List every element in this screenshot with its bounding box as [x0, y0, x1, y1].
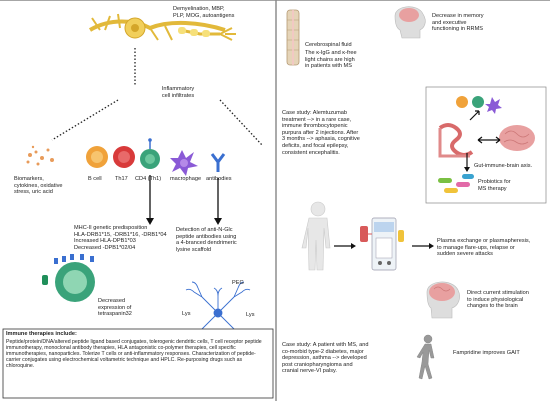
- lys-right-label: Lys: [246, 312, 255, 318]
- csf-title: Cerebrospinal fluid: [305, 42, 352, 48]
- fampridine-text: Fampridine improves GAIT: [453, 350, 520, 356]
- peg-label: PEG: [232, 280, 244, 286]
- head-brain-icon: [394, 6, 426, 39]
- cell-label-cd4: CD4 (Th1): [135, 176, 162, 182]
- memory-text: Decrease in memory and executive functio…: [432, 13, 484, 33]
- cells-icon: [456, 96, 502, 114]
- brain-icon: [499, 125, 535, 151]
- macrophage-icon: [170, 150, 198, 176]
- th17-icon: [113, 146, 135, 168]
- case-study-alemtuzumab: Case study: Alemtuzumab treatment --> in…: [282, 110, 360, 156]
- immune-therapies-box: [2, 328, 274, 399]
- spinal-cord-icon: [286, 9, 300, 66]
- cd4-cell-icon: [140, 138, 160, 169]
- gut-icon: [438, 123, 474, 158]
- cell-label-bcell: B cell: [88, 176, 102, 182]
- lys-left-label: Lys: [182, 311, 191, 317]
- inflammatory-cell-label: Inflammatory cell infiltrates: [161, 86, 195, 99]
- human-figure-icon: [301, 201, 331, 271]
- probiotics-text: Probiotics for MS therapy: [478, 179, 511, 192]
- case-study-diabetes: Case study: A patient with MS, and co-mo…: [282, 342, 369, 375]
- probiotics-icon: [438, 174, 474, 193]
- plasmapheresis-machine-icon: [360, 217, 404, 271]
- immune-therapies-title: Immune therapies include:: [6, 331, 77, 337]
- cell-label-th17: Th17: [115, 176, 128, 182]
- biomarker-droplets-icon: [26, 145, 54, 166]
- immune-therapies-text: Peptide/protein/DNA/altered peptide liga…: [6, 339, 262, 370]
- walking-person-icon: [416, 334, 435, 380]
- csf-text: The κ-IgG and κ-free light chains are hi…: [305, 50, 357, 70]
- biomarkers-label: Biomarkers, cytokines, oxidative stress,…: [14, 176, 63, 196]
- cell-label-macrophage: macrophage: [170, 176, 202, 182]
- b-cell-icon: [86, 146, 108, 168]
- tetraspanin-text: Decreased expression of tetraspanin32: [98, 298, 132, 318]
- neuron-icon: [88, 13, 236, 41]
- cell-label-antibodies: antibodies: [206, 176, 232, 182]
- antibody-icon: [210, 153, 226, 172]
- plasma-exchange-text: Plasma exchange or plasmapheresis, to ma…: [437, 238, 531, 258]
- brain-stimulation-icon: [426, 281, 460, 319]
- gut-immune-brain-text: Gut-immune-brain axis.: [474, 163, 533, 169]
- dcs-text: Direct current stimulation to induce phy…: [467, 290, 529, 310]
- mhc-predisposition-text: MHC-II genetic predisposition HLA-DRB1*1…: [74, 225, 167, 251]
- demyelination-label: Demyelination, MBP, PLP, MOG, autoantige…: [173, 6, 235, 19]
- anti-nglc-text: Detection of anti-N-Glc peptide antibodi…: [176, 227, 237, 253]
- t-cell-receptor-icon: [42, 254, 95, 302]
